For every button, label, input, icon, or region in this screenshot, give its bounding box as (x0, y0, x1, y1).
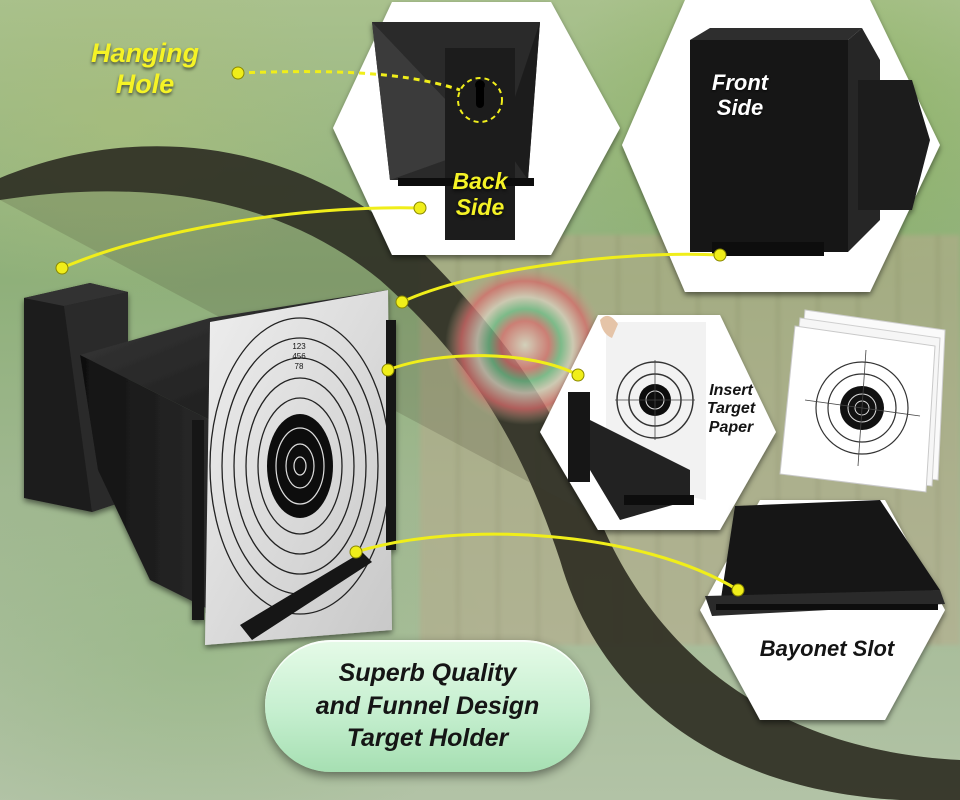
hanging-hole-icon (475, 80, 486, 108)
back-side-callout-line (61, 206, 421, 270)
callout-dots (55, 66, 745, 597)
hand-icon (600, 315, 618, 338)
hanging-hole-highlight (457, 77, 503, 123)
headline-badge: Superb Quality and Funnel Design Target … (265, 640, 590, 772)
front-side-callout-line (401, 252, 721, 304)
callout-lines (61, 70, 739, 592)
hexagon-back-side (333, 2, 620, 255)
hexagon-insert-target-paper (540, 315, 776, 530)
hexagon-front-side (622, 0, 940, 292)
hexagon-bayonet-slot (700, 500, 945, 720)
back-side-label: Back Side (452, 168, 508, 221)
target-numbers-top: 12345678 (292, 342, 306, 371)
front-side-label: Front Side (711, 70, 769, 121)
bayonet-slot-label: Bayonet Slot (759, 636, 895, 661)
hanging-hole-label: Hanging Hole (91, 38, 199, 100)
headline-text: Superb Quality and Funnel Design Target … (315, 659, 540, 753)
target-paper-stack (779, 309, 946, 493)
hanging-hole-callout-line (237, 70, 461, 92)
insert-paper-callout-line (387, 354, 579, 377)
back-side-tube (445, 48, 515, 240)
insert-target-paper-label: Insert Target Paper (706, 382, 756, 436)
bayonet-slot-callout-line (355, 532, 739, 592)
main-target-holder (24, 283, 396, 645)
